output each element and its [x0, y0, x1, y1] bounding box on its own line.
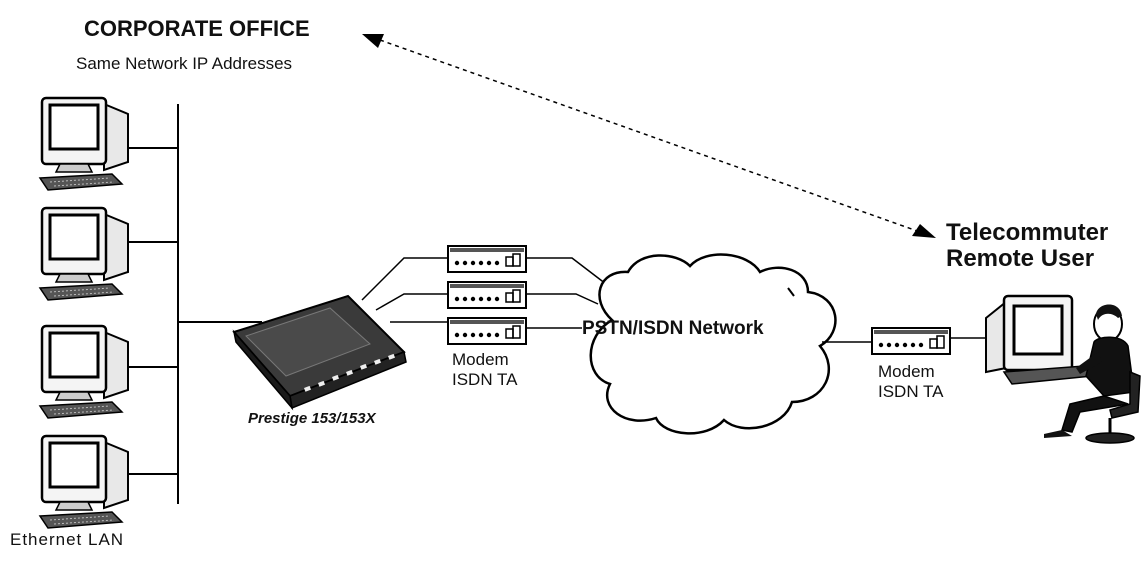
computer-icon: [40, 98, 128, 190]
router-modem-link: [376, 294, 448, 310]
remote-modem-label-line2: ISDN TA: [878, 382, 944, 402]
vpn-relationship-arrow: [362, 34, 936, 238]
remote-title-line2: Remote User: [946, 246, 1094, 272]
modem-network-link: [526, 294, 598, 304]
remote-modem-label-line1: Modem: [878, 362, 935, 382]
cloud-icon: [591, 255, 836, 434]
modem-icon: [448, 246, 526, 272]
modem-icon: [448, 318, 526, 344]
router-icon: [234, 296, 406, 408]
computer-icon: [40, 326, 128, 418]
remote-title-line1: Telecommuter: [946, 220, 1108, 246]
modem-network-link: [526, 258, 606, 284]
modem-icon: [448, 282, 526, 308]
modem-icon: [872, 328, 950, 354]
corporate-office-title: CORPORATE OFFICE: [84, 16, 310, 42]
modem-bank-label-line1: Modem: [452, 350, 509, 370]
modem-bank-label-line2: ISDN TA: [452, 370, 518, 390]
computer-icon: [40, 436, 128, 528]
ethernet-lan-label: Ethernet LAN: [10, 530, 124, 550]
computer-icon: [40, 208, 128, 300]
seated-user-icon: [986, 296, 1140, 443]
router-label: Prestige 153/153X: [248, 410, 376, 427]
network-label: PSTN/ISDN Network: [582, 318, 764, 340]
corporate-subtitle: Same Network IP Addresses: [76, 54, 292, 74]
